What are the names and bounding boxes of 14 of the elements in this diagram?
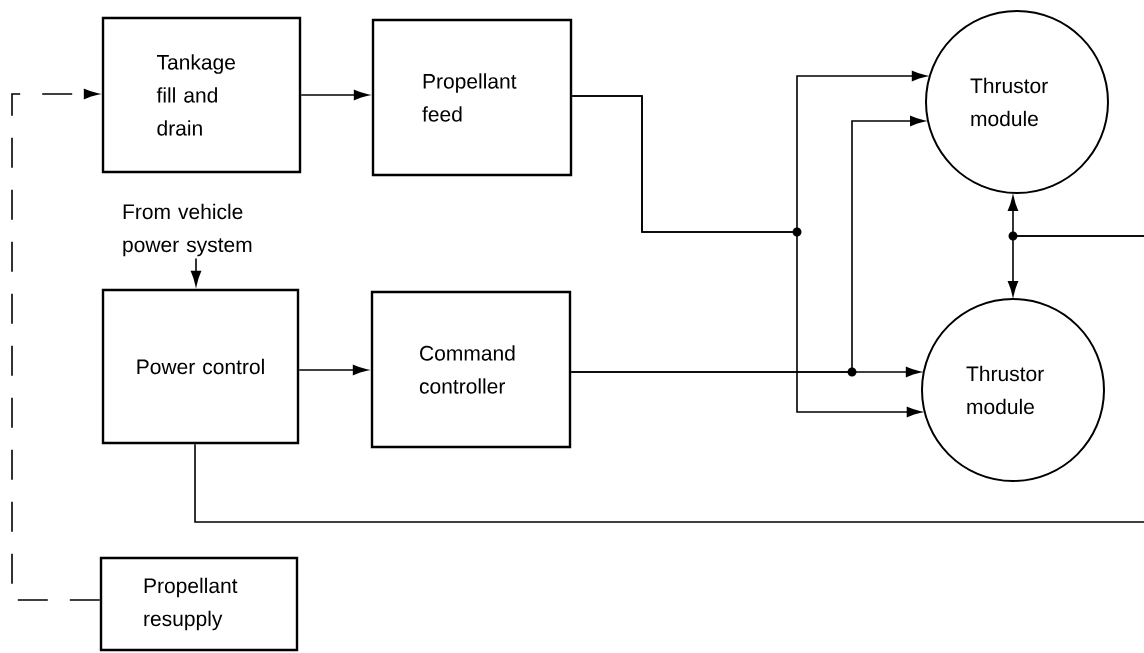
arrow: [298, 364, 368, 376]
process-box: Tankage fill and drain: [101, 16, 302, 174]
arrow: [571, 95, 922, 418]
process-box: Power control: [101, 288, 300, 445]
dashed-arrow: [11, 88, 101, 601]
arrow: [570, 366, 921, 378]
process-box: Propellant feed: [371, 18, 573, 177]
arrow: [300, 89, 369, 101]
arrow: [190, 257, 202, 286]
arrow: [1007, 235, 1144, 296]
process-box: Propellant resupply: [99, 556, 299, 652]
connector-line: [194, 443, 1144, 523]
process-box: Command controller: [370, 290, 572, 449]
source-label: From vehicle power system: [123, 203, 252, 257]
